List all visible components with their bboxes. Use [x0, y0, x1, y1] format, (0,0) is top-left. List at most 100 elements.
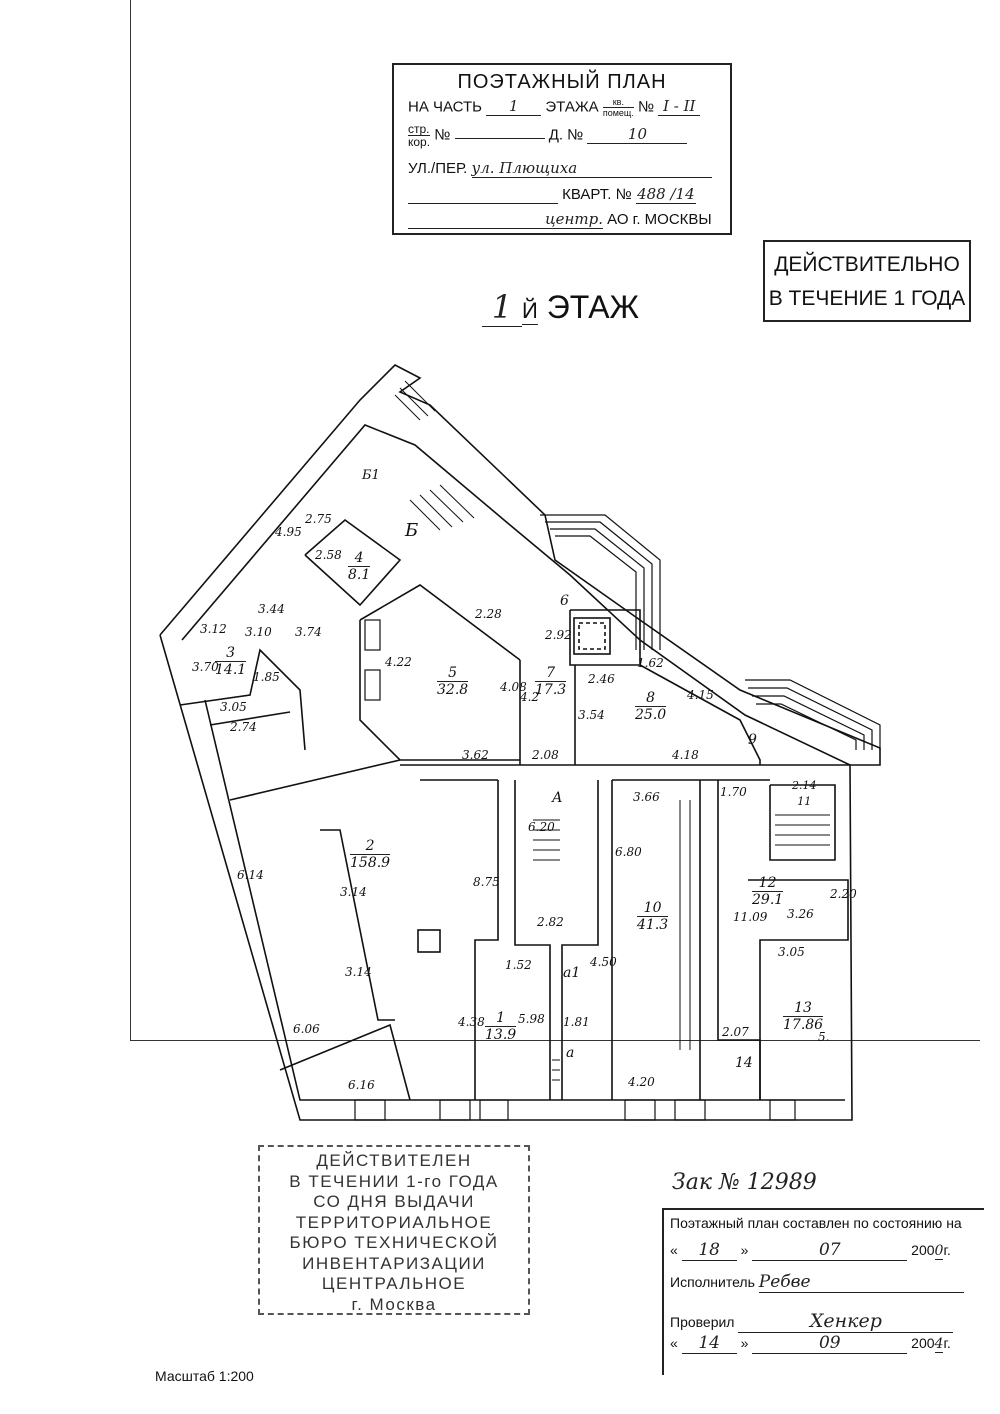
dimension: 2.92	[545, 628, 572, 642]
year-prefix-1: 200	[911, 1242, 935, 1258]
order-number: Зак № 12989	[672, 1170, 817, 1195]
outer-walls	[159, 364, 881, 1121]
header-form: ПОЭТАЖНЫЙ ПЛАН НА ЧАСТЬ 1 ЭТАЖА кв. поме…	[392, 63, 732, 235]
stair-mark-a-small: а	[566, 1045, 575, 1061]
kv-value: I - II	[658, 97, 701, 117]
dimension: 4.2	[520, 690, 540, 704]
dimension: 6.16	[348, 1078, 375, 1092]
stamp-line: ДЕЙСТВИТЕЛЕН	[316, 1151, 472, 1170]
validity-stamp: ДЕЙСТВИТЕЛЕН В ТЕЧЕНИИ 1-го ГОДА СО ДНЯ …	[258, 1145, 530, 1315]
no-label: №	[638, 98, 655, 116]
validity-line-2: В ТЕЧЕНИЕ 1 ГОДА	[768, 287, 966, 310]
header-title: ПОЭТАЖНЫЙ ПЛАН	[457, 71, 667, 93]
dimension: 4.50	[590, 955, 617, 969]
dimension: 3.05	[220, 700, 247, 714]
stamp-line: СО ДНЯ ВЫДАЧИ	[313, 1192, 475, 1211]
dimension: 11.09	[733, 910, 768, 924]
scale-label: Масштаб 1:200	[155, 1368, 254, 1384]
district-value: центр.	[408, 210, 603, 229]
bay-window-stripes	[540, 514, 881, 750]
dimension: 6.14	[237, 868, 264, 882]
dimension: 2.28	[475, 607, 502, 621]
executor-label: Исполнитель	[670, 1274, 755, 1290]
stair-mark-b: Б	[405, 520, 419, 541]
dimension: 4.18	[672, 748, 699, 762]
street-label: УЛ./ПЕР.	[408, 160, 468, 177]
dimension: 3.05	[778, 945, 805, 959]
dimension: 2.20	[830, 887, 857, 901]
dimension: 2.74	[230, 720, 257, 734]
window-openings	[354, 619, 796, 1121]
dimension: 2.07	[722, 1025, 749, 1039]
kvart-value: 488 /14	[635, 185, 696, 204]
part-label: НА ЧАСТЬ	[408, 98, 483, 116]
floor-label: ЭТАЖА	[545, 98, 599, 116]
stair-mark-a: А	[552, 790, 563, 806]
no-label-2: №	[434, 126, 451, 144]
pomeshch-label: помещ.	[602, 108, 634, 118]
dimension: 3.66	[633, 790, 660, 804]
floor-suffix: Й	[522, 298, 538, 325]
street-value: ул. Плющиха	[471, 159, 712, 178]
dimension: 3.62	[462, 748, 489, 762]
checked-label: Проверил	[670, 1314, 735, 1330]
year-digit-2: 4	[934, 1336, 944, 1353]
dimension: 3.26	[787, 907, 814, 921]
stamp-line: г. Москва	[351, 1294, 437, 1314]
dimension: 4.15	[687, 688, 714, 702]
dimension: 3.54	[578, 708, 605, 722]
dimension: 1.62	[637, 656, 664, 670]
executor-signature: Ребве	[758, 1272, 964, 1293]
floor-number: 1	[482, 288, 522, 327]
validity-line-1: ДЕЙСТВИТЕЛЬНО	[774, 253, 960, 276]
dimension: 4.20	[628, 1075, 655, 1089]
dimension: 2.46	[588, 672, 615, 686]
dimension: 3.44	[258, 602, 285, 616]
left-margin-line	[130, 0, 131, 1040]
year-digit-1: 0	[934, 1243, 944, 1260]
validity-box: ДЕЙСТВИТЕЛЬНО В ТЕЧЕНИЕ 1 ГОДА	[763, 240, 971, 322]
kv-label: кв.	[602, 97, 634, 108]
checked-signature: Хенкер	[738, 1310, 954, 1333]
stair-mark-a1: а1	[563, 965, 581, 981]
status-title: Поэтажный план составлен по состоянию на	[670, 1215, 962, 1231]
stamp-line: ИНВЕНТАРИЗАЦИИ	[302, 1253, 486, 1273]
room-mark-9: 9	[748, 732, 757, 748]
status-block: Поэтажный план составлен по состоянию на…	[662, 1208, 984, 1375]
part-value: 1	[486, 97, 542, 117]
bottom-border-line	[130, 1040, 980, 1041]
dimension: 2.75	[305, 512, 332, 526]
str-label: стр.	[408, 122, 431, 136]
floor-label: ЭТАЖ	[546, 289, 640, 325]
kvart-label: КВАРТ. №	[562, 186, 632, 203]
dimension: 6.80	[615, 845, 642, 859]
room-mark-14: 14	[735, 1055, 753, 1071]
stair-mark-b1: Б1	[362, 468, 380, 483]
dimension: 4.38	[458, 1015, 485, 1029]
dimension: 6.06	[293, 1022, 320, 1036]
dimension: 3.10	[245, 625, 272, 639]
dimension: 3.14	[340, 885, 367, 899]
house-value: 10	[587, 125, 688, 145]
stair-hatching	[394, 380, 830, 1081]
dimension: 1.85	[253, 670, 280, 684]
dimension: 3.74	[295, 625, 322, 639]
dimension: 5.	[818, 1030, 830, 1044]
dimension: 2.08	[532, 748, 559, 762]
dimension: 5.98	[518, 1012, 545, 1026]
interior-walls	[179, 518, 850, 1101]
house-label: Д. №	[548, 126, 584, 144]
dimension: 2.82	[537, 915, 564, 929]
